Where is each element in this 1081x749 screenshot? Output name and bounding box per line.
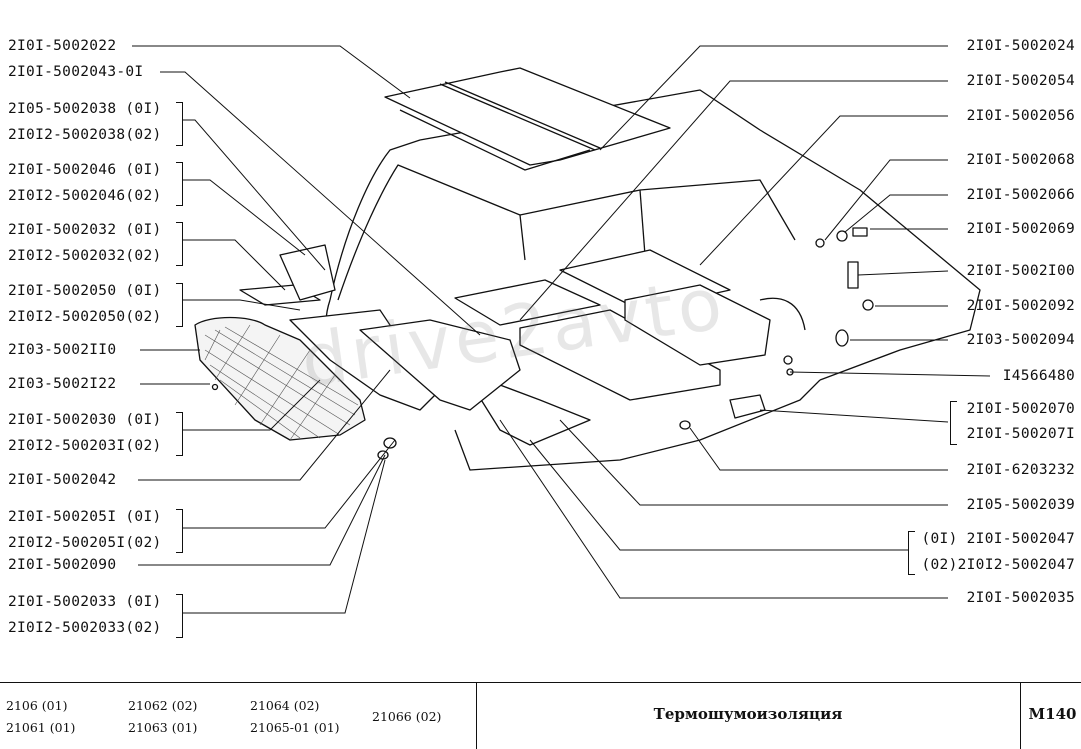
label-bracket xyxy=(176,102,183,146)
part-label: 2I0I-5002050 (0I) xyxy=(8,283,162,299)
part-label: 2I0I2-5002033(02) xyxy=(8,620,162,636)
label-bracket xyxy=(950,401,957,445)
model-cell: 21066 (02) xyxy=(372,709,442,724)
label-bracket xyxy=(176,162,183,206)
part-label: 2I0I-5002I00 xyxy=(966,263,1075,279)
part-label: 2I0I-500207I xyxy=(966,426,1075,442)
part-label: I4566480 xyxy=(1002,368,1075,384)
part-label: 2I0I2-5002050(02) xyxy=(8,309,162,325)
footer: 2106 (01) 21061 (01) 21062 (02) 21063 (0… xyxy=(0,682,1081,749)
model-cell: 21064 (02) xyxy=(250,698,320,713)
part-label: 2I0I-5002024 xyxy=(966,38,1075,54)
floor-mat xyxy=(194,316,366,441)
part-label: 2I0I2-500203I(02) xyxy=(8,438,162,454)
part-label: 2I0I-5002092 xyxy=(966,298,1075,314)
part-label: 2I03-5002I22 xyxy=(8,376,117,392)
part-label: 2I0I-5002090 xyxy=(8,557,117,573)
part-label: 2I0I-5002046 (0I) xyxy=(8,162,162,178)
part-label: 2I05-5002039 xyxy=(966,497,1075,513)
part-label: 2I0I-5002069 xyxy=(966,221,1075,237)
part-label: 2I0I-5002054 xyxy=(966,73,1075,89)
part-label: (02)2I0I2-5002047 xyxy=(921,557,1075,573)
part-label: 2I0I-6203232 xyxy=(966,462,1075,478)
part-label: 2I0I-5002066 xyxy=(966,187,1075,203)
car-insulation-drawing xyxy=(132,45,991,614)
part-label: 2I0I2-5002032(02) xyxy=(8,248,162,264)
part-label: 2I0I-5002030 (0I) xyxy=(8,412,162,428)
label-bracket xyxy=(176,222,183,266)
part-label: 2I0I-5002070 xyxy=(966,401,1075,417)
part-label: 2I0I-500205I (0I) xyxy=(8,509,162,525)
part-label: 2I0I-5002056 xyxy=(966,108,1075,124)
page-code: M140 xyxy=(1028,705,1077,723)
part-label: 2I0I-5002022 xyxy=(8,38,117,54)
label-bracket xyxy=(176,509,183,553)
model-cell: 21063 (01) xyxy=(128,720,198,735)
part-label: 2I05-5002038 (0I) xyxy=(8,101,162,117)
parts-diagram: drive2avto 2I0I-5002022 2I0I-5002043-0I … xyxy=(8,38,1075,638)
part-label: 2I0I-5002032 (0I) xyxy=(8,222,162,238)
part-label: 2I0I-5002035 xyxy=(966,590,1075,606)
part-label: 2I03-5002094 xyxy=(966,332,1075,348)
label-bracket xyxy=(176,594,183,638)
model-cell: 2106 (01) xyxy=(6,698,68,713)
part-label: 2I0I-5002043-0I xyxy=(8,64,144,80)
part-label: 2I03-5002II0 xyxy=(8,342,117,358)
part-label: (0I) 2I0I-5002047 xyxy=(921,531,1075,547)
part-label: 2I0I2-5002046(02) xyxy=(8,188,162,204)
label-bracket xyxy=(176,412,183,456)
part-label: 2I0I2-5002038(02) xyxy=(8,127,162,143)
model-cell: 21061 (01) xyxy=(6,720,76,735)
part-label: 2I0I-5002033 (0I) xyxy=(8,594,162,610)
label-bracket xyxy=(176,283,183,327)
footer-divider xyxy=(1020,683,1022,749)
page-title: Термошумоизоляция xyxy=(653,705,843,723)
part-label: 2I0I2-500205I(02) xyxy=(8,535,162,551)
part-label: 2I0I-5002042 xyxy=(8,472,117,488)
footer-divider xyxy=(476,683,478,749)
label-bracket xyxy=(908,531,915,575)
model-cell: 21065-01 (01) xyxy=(250,720,340,735)
model-cell: 21062 (02) xyxy=(128,698,198,713)
car-body-outline xyxy=(329,89,981,381)
part-label: 2I0I-5002068 xyxy=(966,152,1075,168)
